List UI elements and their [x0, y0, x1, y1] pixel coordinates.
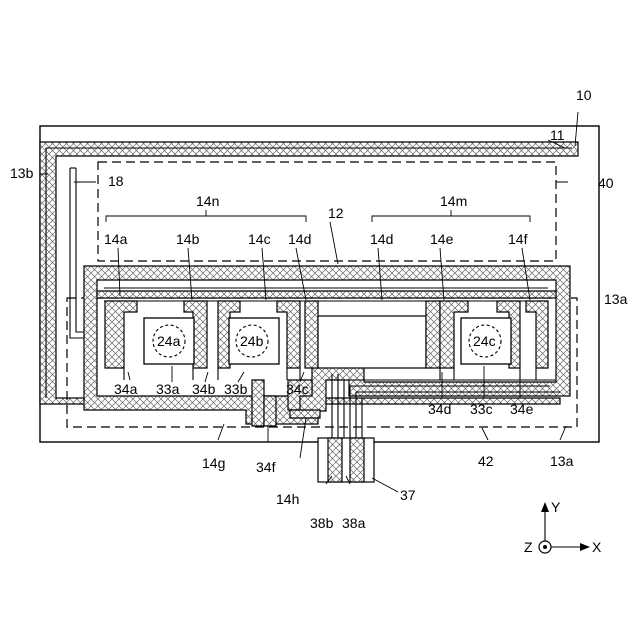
label-38b: 38b: [310, 515, 334, 531]
pad-14d-left: [305, 301, 318, 368]
pad-14d-right: [426, 301, 440, 368]
pad-14a: [105, 301, 137, 368]
x-axis-arrowhead: [580, 543, 590, 551]
feed-14h-link: [290, 410, 320, 418]
feed-14g-stub: [264, 396, 276, 426]
axis-indicator: Y X Z: [524, 499, 602, 555]
label-11: 11: [550, 127, 565, 143]
label-13a-bottom: 13a: [550, 453, 574, 469]
bracket-14n: [106, 210, 306, 222]
terminal-37-pin-b: [350, 438, 364, 482]
y-axis-label: Y: [551, 499, 561, 515]
label-34c: 34c: [286, 381, 309, 397]
label-33a: 33a: [156, 381, 180, 397]
label-33c: 33c: [470, 401, 493, 417]
y-axis-arrowhead: [541, 502, 549, 512]
bracket-14m: [372, 210, 530, 222]
label-34a: 34a: [114, 381, 138, 397]
label-34e: 34e: [510, 401, 534, 417]
label-14c: 14c: [248, 231, 271, 247]
label-33b: 33b: [224, 381, 248, 397]
label-13b: 13b: [10, 165, 34, 181]
terminal-37: [318, 438, 374, 482]
label-24b: 24b: [240, 333, 264, 349]
label-14f: 14f: [508, 231, 528, 247]
label-14e: 14e: [430, 231, 454, 247]
label-38a: 38a: [342, 515, 366, 531]
label-34d: 34d: [428, 401, 451, 417]
label-14d-right: 14d: [370, 231, 393, 247]
label-13a-top: 13a: [604, 291, 628, 307]
label-14d-left: 14d: [288, 231, 311, 247]
inner-frame-14d: [318, 316, 426, 368]
label-40: 40: [598, 175, 614, 191]
z-axis-dot: [543, 545, 547, 549]
pad-14f: [526, 301, 548, 368]
label-14g: 14g: [202, 455, 225, 471]
label-14h: 14h: [276, 491, 299, 507]
label-14a: 14a: [104, 231, 128, 247]
bus-bar: [97, 291, 556, 298]
label-24c: 24c: [473, 333, 496, 349]
label-24a: 24a: [157, 333, 181, 349]
label-14m: 14m: [440, 193, 467, 209]
feed-14g: [252, 380, 264, 426]
terminal-37-pin-a: [328, 438, 342, 482]
label-10: 10: [576, 87, 592, 103]
label-14n: 14n: [196, 193, 219, 209]
label-34b: 34b: [192, 381, 216, 397]
label-37: 37: [400, 487, 416, 503]
label-12: 12: [328, 205, 344, 221]
region-40: [98, 162, 556, 261]
label-14b: 14b: [176, 231, 200, 247]
label-18: 18: [108, 173, 124, 189]
label-34f: 34f: [256, 459, 276, 475]
z-axis-label: Z: [524, 539, 533, 555]
label-42: 42: [478, 453, 494, 469]
x-axis-label: X: [592, 539, 602, 555]
pad-14c: [277, 301, 300, 368]
